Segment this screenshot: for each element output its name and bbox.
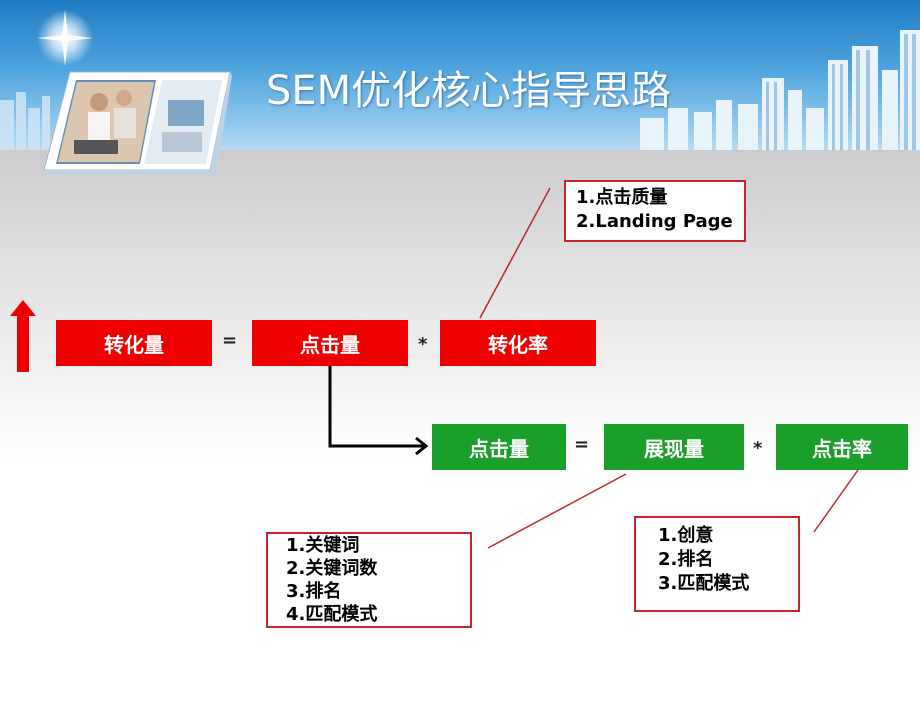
note-item: 2.关键词数 <box>286 558 378 579</box>
note-item: 3.匹配模式 <box>658 573 750 594</box>
note-item: 3.排名 <box>286 581 342 602</box>
box-conversions: 转化量 <box>56 320 212 366</box>
multiply-operator: * <box>418 334 428 355</box>
multiply-operator-2: * <box>753 438 763 459</box>
box-impressions: 展现量 <box>604 424 744 470</box>
note-item: 1.关键词 <box>286 535 360 556</box>
note-item: 2.Landing Page <box>576 211 733 232</box>
box-ctr: 点击率 <box>776 424 908 470</box>
equals-operator-2: = <box>574 434 590 455</box>
note-item: 2.排名 <box>658 549 714 570</box>
sun-icon <box>37 10 93 66</box>
equals-operator: = <box>222 330 238 351</box>
photo-card-icon <box>44 71 232 174</box>
note-impression-factors: 1.关键词 2.关键词数 3.排名 4.匹配模式 <box>266 532 472 628</box>
note-item: 4.匹配模式 <box>286 604 378 625</box>
up-arrow-icon <box>10 300 36 372</box>
box-clicks-breakdown: 点击量 <box>432 424 566 470</box>
city-skyline-icon <box>0 30 920 150</box>
box-conversion-rate: 转化率 <box>440 320 596 366</box>
page-title: SEM优化核心指导思路 <box>266 68 672 114</box>
note-item: 1.创意 <box>658 525 714 546</box>
note-ctr-factors: 1.创意 2.排名 3.匹配模式 <box>634 516 800 612</box>
note-item: 1.点击质量 <box>576 187 668 208</box>
background-gradient <box>0 140 920 460</box>
box-clicks: 点击量 <box>252 320 408 366</box>
note-conversion-factors: 1.点击质量 2.Landing Page <box>564 180 746 242</box>
